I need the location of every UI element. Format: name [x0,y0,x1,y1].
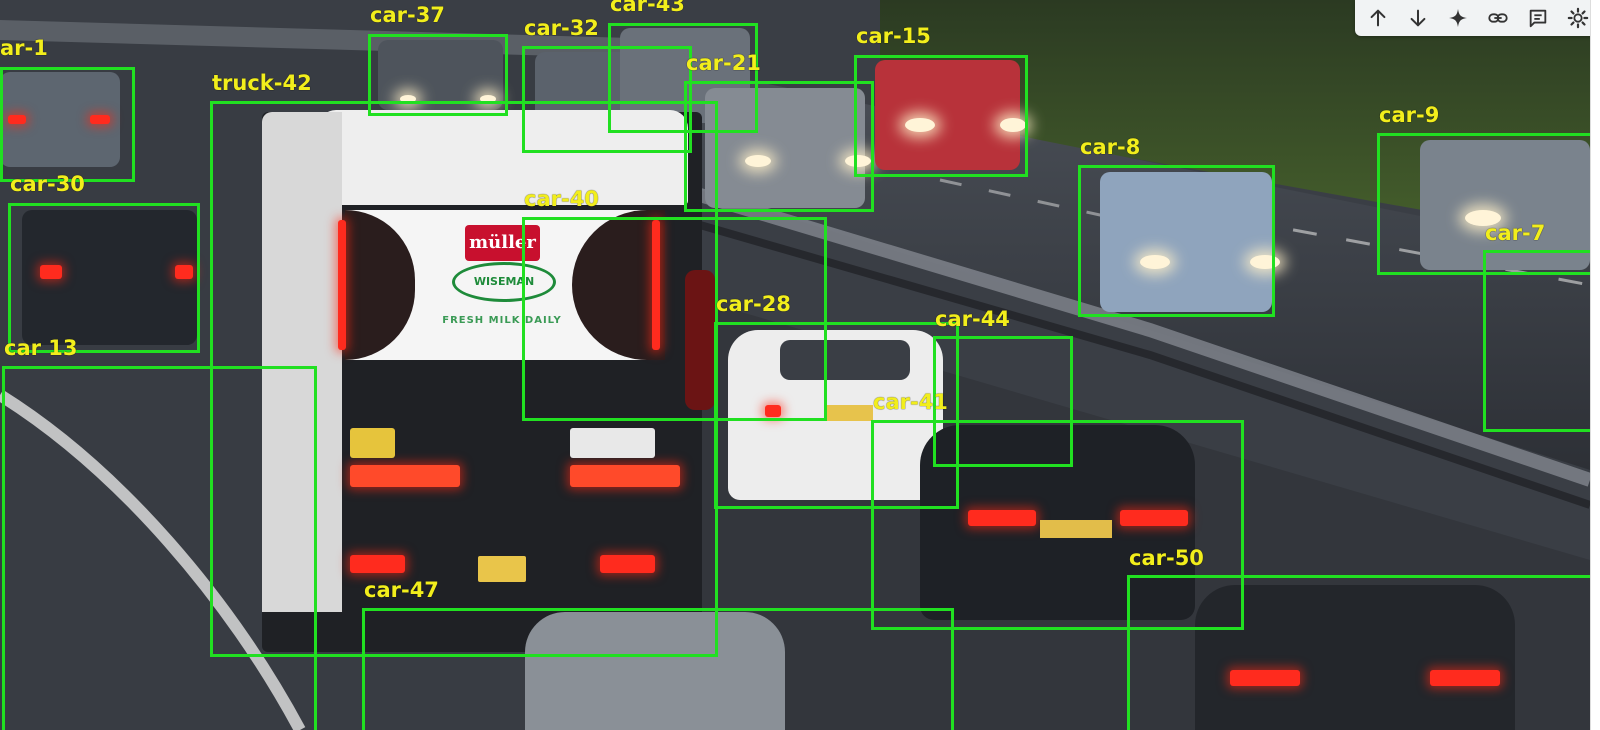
detection-label-car-9: car-9 [1379,103,1440,127]
gear-icon[interactable] [1565,5,1590,31]
link-icon[interactable] [1485,5,1511,31]
arrow-up-icon[interactable] [1365,5,1391,31]
vehicle-car-21 [705,88,865,208]
headlight [1465,210,1501,226]
truck-plate [478,556,526,582]
truck-brake-light [600,555,655,573]
detection-box-car-37 [368,34,508,116]
vehicle-car-47 [525,612,785,730]
detection-label-car-32: car-32 [524,16,599,40]
car-28-window [780,340,910,380]
detection-box-car-41 [871,420,1244,630]
truck-tagline: FRESH MILK DAILY [442,315,562,326]
detection-box-car-13 [2,366,317,730]
tail-light [1230,670,1300,686]
headlight [1140,255,1170,269]
tail-light [40,265,62,279]
detection-label-car-28: car-28 [716,292,791,316]
detection-box-car-8 [1078,165,1275,317]
detection-box-car-44 [933,336,1073,467]
detection-box-car-40 [522,217,827,421]
car-41-plate [1040,520,1112,538]
tail-light [8,115,26,124]
detection-label-car-41: car-41 [873,390,948,414]
detection-box-car-43 [608,23,758,133]
vehicle-car-9 [1420,140,1590,270]
sparkle-icon[interactable] [1445,5,1471,31]
truck-sign [570,428,655,458]
headlight [1000,118,1026,132]
headlight [845,155,871,167]
detection-box-car-28 [714,322,959,509]
detection-label-car-1: ar-1 [0,36,48,60]
arrow-down-icon[interactable] [1405,5,1431,31]
detection-box-car-30 [8,203,200,353]
detection-label-car-15: car-15 [856,24,931,48]
truck-bar-light [570,465,680,487]
detection-box-car-1 [0,67,135,182]
tail-light [1120,510,1188,526]
detection-box-car-47 [362,608,954,730]
truck-bar-light [350,465,460,487]
tail-light [90,115,110,124]
detection-label-truck-42: truck-42 [212,71,312,95]
detection-label-car-47: car-47 [364,578,439,602]
detection-label-car-43: car-43 [610,0,685,16]
headlight [745,155,771,167]
detection-label-car-44: car-44 [935,307,1010,331]
tail-light [1430,670,1500,686]
detection-box-car-7 [1483,250,1590,432]
detection-label-car-7: car-7 [1485,221,1546,245]
headlight [905,118,935,132]
detection-box-car-50 [1127,575,1590,730]
truck-sub-logo: WISEMAN [452,262,556,302]
truck-roof [318,110,688,205]
truck-side [262,112,342,612]
vehicle-car-40 [685,270,715,410]
detection-box-car-32 [522,46,692,153]
tail-light [968,510,1036,526]
vehicle-car-8 [1100,172,1272,312]
detection-label-car-8: car-8 [1080,135,1141,159]
truck-marker-light [338,220,346,350]
page-edge [1590,0,1600,730]
detection-label-car-30: car-30 [10,172,85,196]
truck-logo: müller [465,225,540,261]
detection-box-car-21 [684,81,874,212]
truck-sign [350,428,395,458]
detection-box-car-15 [854,55,1028,177]
vehicle-car-15 [875,60,1020,170]
headlight [480,95,496,103]
detection-label-car-50: car-50 [1129,546,1204,570]
tail-light [765,405,781,417]
car-28-plate [825,405,873,421]
headlight [400,95,416,103]
vehicle-car-50 [1195,585,1515,730]
truck-marker-light [652,220,660,350]
floating-toolbar [1355,0,1590,36]
detection-label-car-37: car-37 [370,3,445,27]
comment-icon[interactable] [1525,5,1551,31]
truck-brake-light [350,555,405,573]
detection-label-car-40: car-40 [524,187,599,211]
detection-label-car-13: car 13 [4,336,78,360]
tail-light [175,265,193,279]
detection-label-car-21: car-21 [686,51,761,75]
